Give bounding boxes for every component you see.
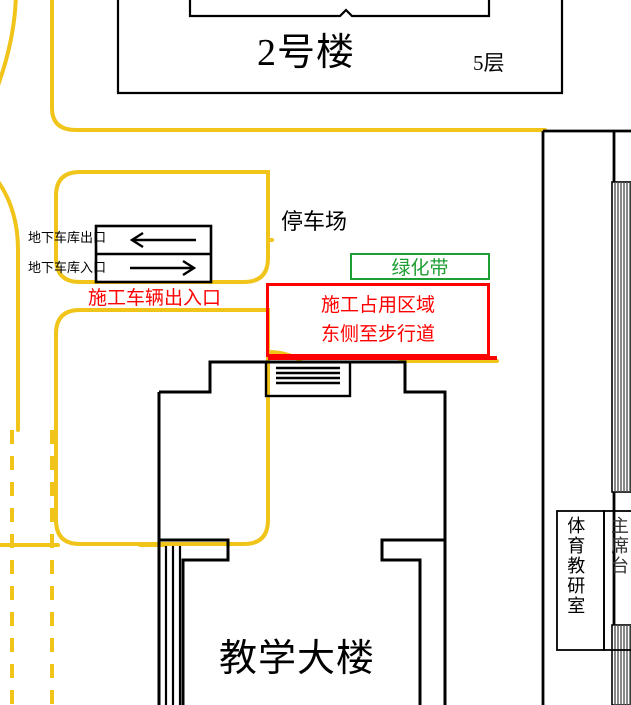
garage-ramp-box bbox=[94, 224, 213, 284]
road-parking-loop-lower bbox=[54, 308, 270, 546]
construction-zone-line1: 施工占用区域 bbox=[320, 294, 435, 316]
construction-zone-box: 施工占用区域 东侧至步行道 bbox=[266, 283, 490, 357]
road-top-loop bbox=[50, 0, 547, 132]
road-left-arc-top bbox=[0, 0, 18, 86]
teaching-building-label: 教学大楼 bbox=[219, 638, 376, 680]
garage-exit-label: 地下车库出口 bbox=[28, 230, 107, 245]
road-left-arc-mid bbox=[0, 180, 20, 252]
green-belt-label: 绿化带 bbox=[391, 258, 449, 279]
pe-room-label: 体育教研室 bbox=[565, 516, 586, 616]
pe-room-outline bbox=[556, 510, 631, 651]
arrow-left-icon bbox=[129, 231, 196, 249]
garage-entrance-label: 地下车库入口 bbox=[28, 260, 107, 275]
road-dashed-markings bbox=[10, 430, 54, 705]
green-belt-box: 绿化带 bbox=[350, 253, 490, 280]
east-hatch-band bbox=[611, 181, 631, 493]
east-hatch-band-lower bbox=[611, 624, 631, 705]
road-parking-loop-upper bbox=[54, 170, 270, 284]
teaching-left-stairs bbox=[164, 546, 182, 705]
parking-lot-label: 停车场 bbox=[281, 209, 348, 234]
construction-vehicle-gate-label: 施工车辆出入口 bbox=[88, 288, 222, 309]
teaching-entrance-stairs bbox=[264, 360, 352, 398]
arrow-right-icon bbox=[130, 259, 197, 277]
east-room-partial-label: 主席台 bbox=[612, 516, 629, 576]
north-building-outline bbox=[116, 0, 564, 95]
construction-zone-line2: 东侧至步行道 bbox=[320, 324, 435, 345]
north-building-floors: 5层 bbox=[473, 51, 505, 75]
north-building-label: 2号楼 bbox=[257, 32, 356, 74]
